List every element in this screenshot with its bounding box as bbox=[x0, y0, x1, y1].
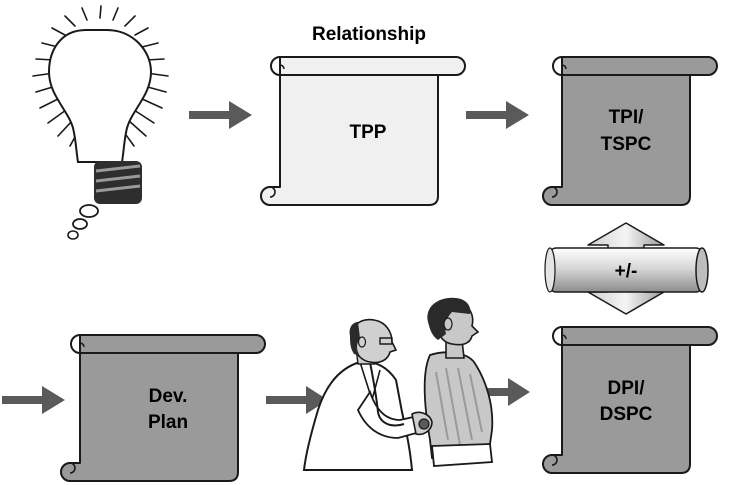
exchange-double-arrow bbox=[544, 222, 709, 315]
arrow-into-dev-plan bbox=[2, 386, 65, 414]
tpp-label: TPP bbox=[350, 122, 387, 143]
lightbulb-icon bbox=[32, 5, 169, 240]
relationship-label: Relationship bbox=[312, 24, 426, 45]
exchange-label: +/- bbox=[615, 261, 638, 282]
dev-plan-label-line2: Plan bbox=[148, 412, 188, 433]
tpi-label-line2: TSPC bbox=[601, 134, 652, 155]
doctor-examining-patient-icon bbox=[302, 297, 494, 471]
dpi-label-line1: DPI/ bbox=[608, 378, 646, 399]
dpi-label-line2: DSPC bbox=[600, 404, 653, 425]
arrow-exam-to-dpi bbox=[470, 378, 530, 406]
scroll-tpp bbox=[260, 56, 466, 206]
arrow-tpp-to-tpi bbox=[466, 101, 529, 129]
scroll-dpi bbox=[542, 326, 718, 474]
arrow-dev-plan-to-exam bbox=[266, 386, 328, 414]
dev-plan-label-line1: Dev. bbox=[149, 386, 188, 407]
scroll-tpi bbox=[542, 56, 718, 206]
arrow-bulb-to-tpp bbox=[189, 101, 252, 129]
scroll-dev-plan bbox=[60, 334, 266, 482]
tpi-label-line1: TPI/ bbox=[609, 107, 645, 128]
